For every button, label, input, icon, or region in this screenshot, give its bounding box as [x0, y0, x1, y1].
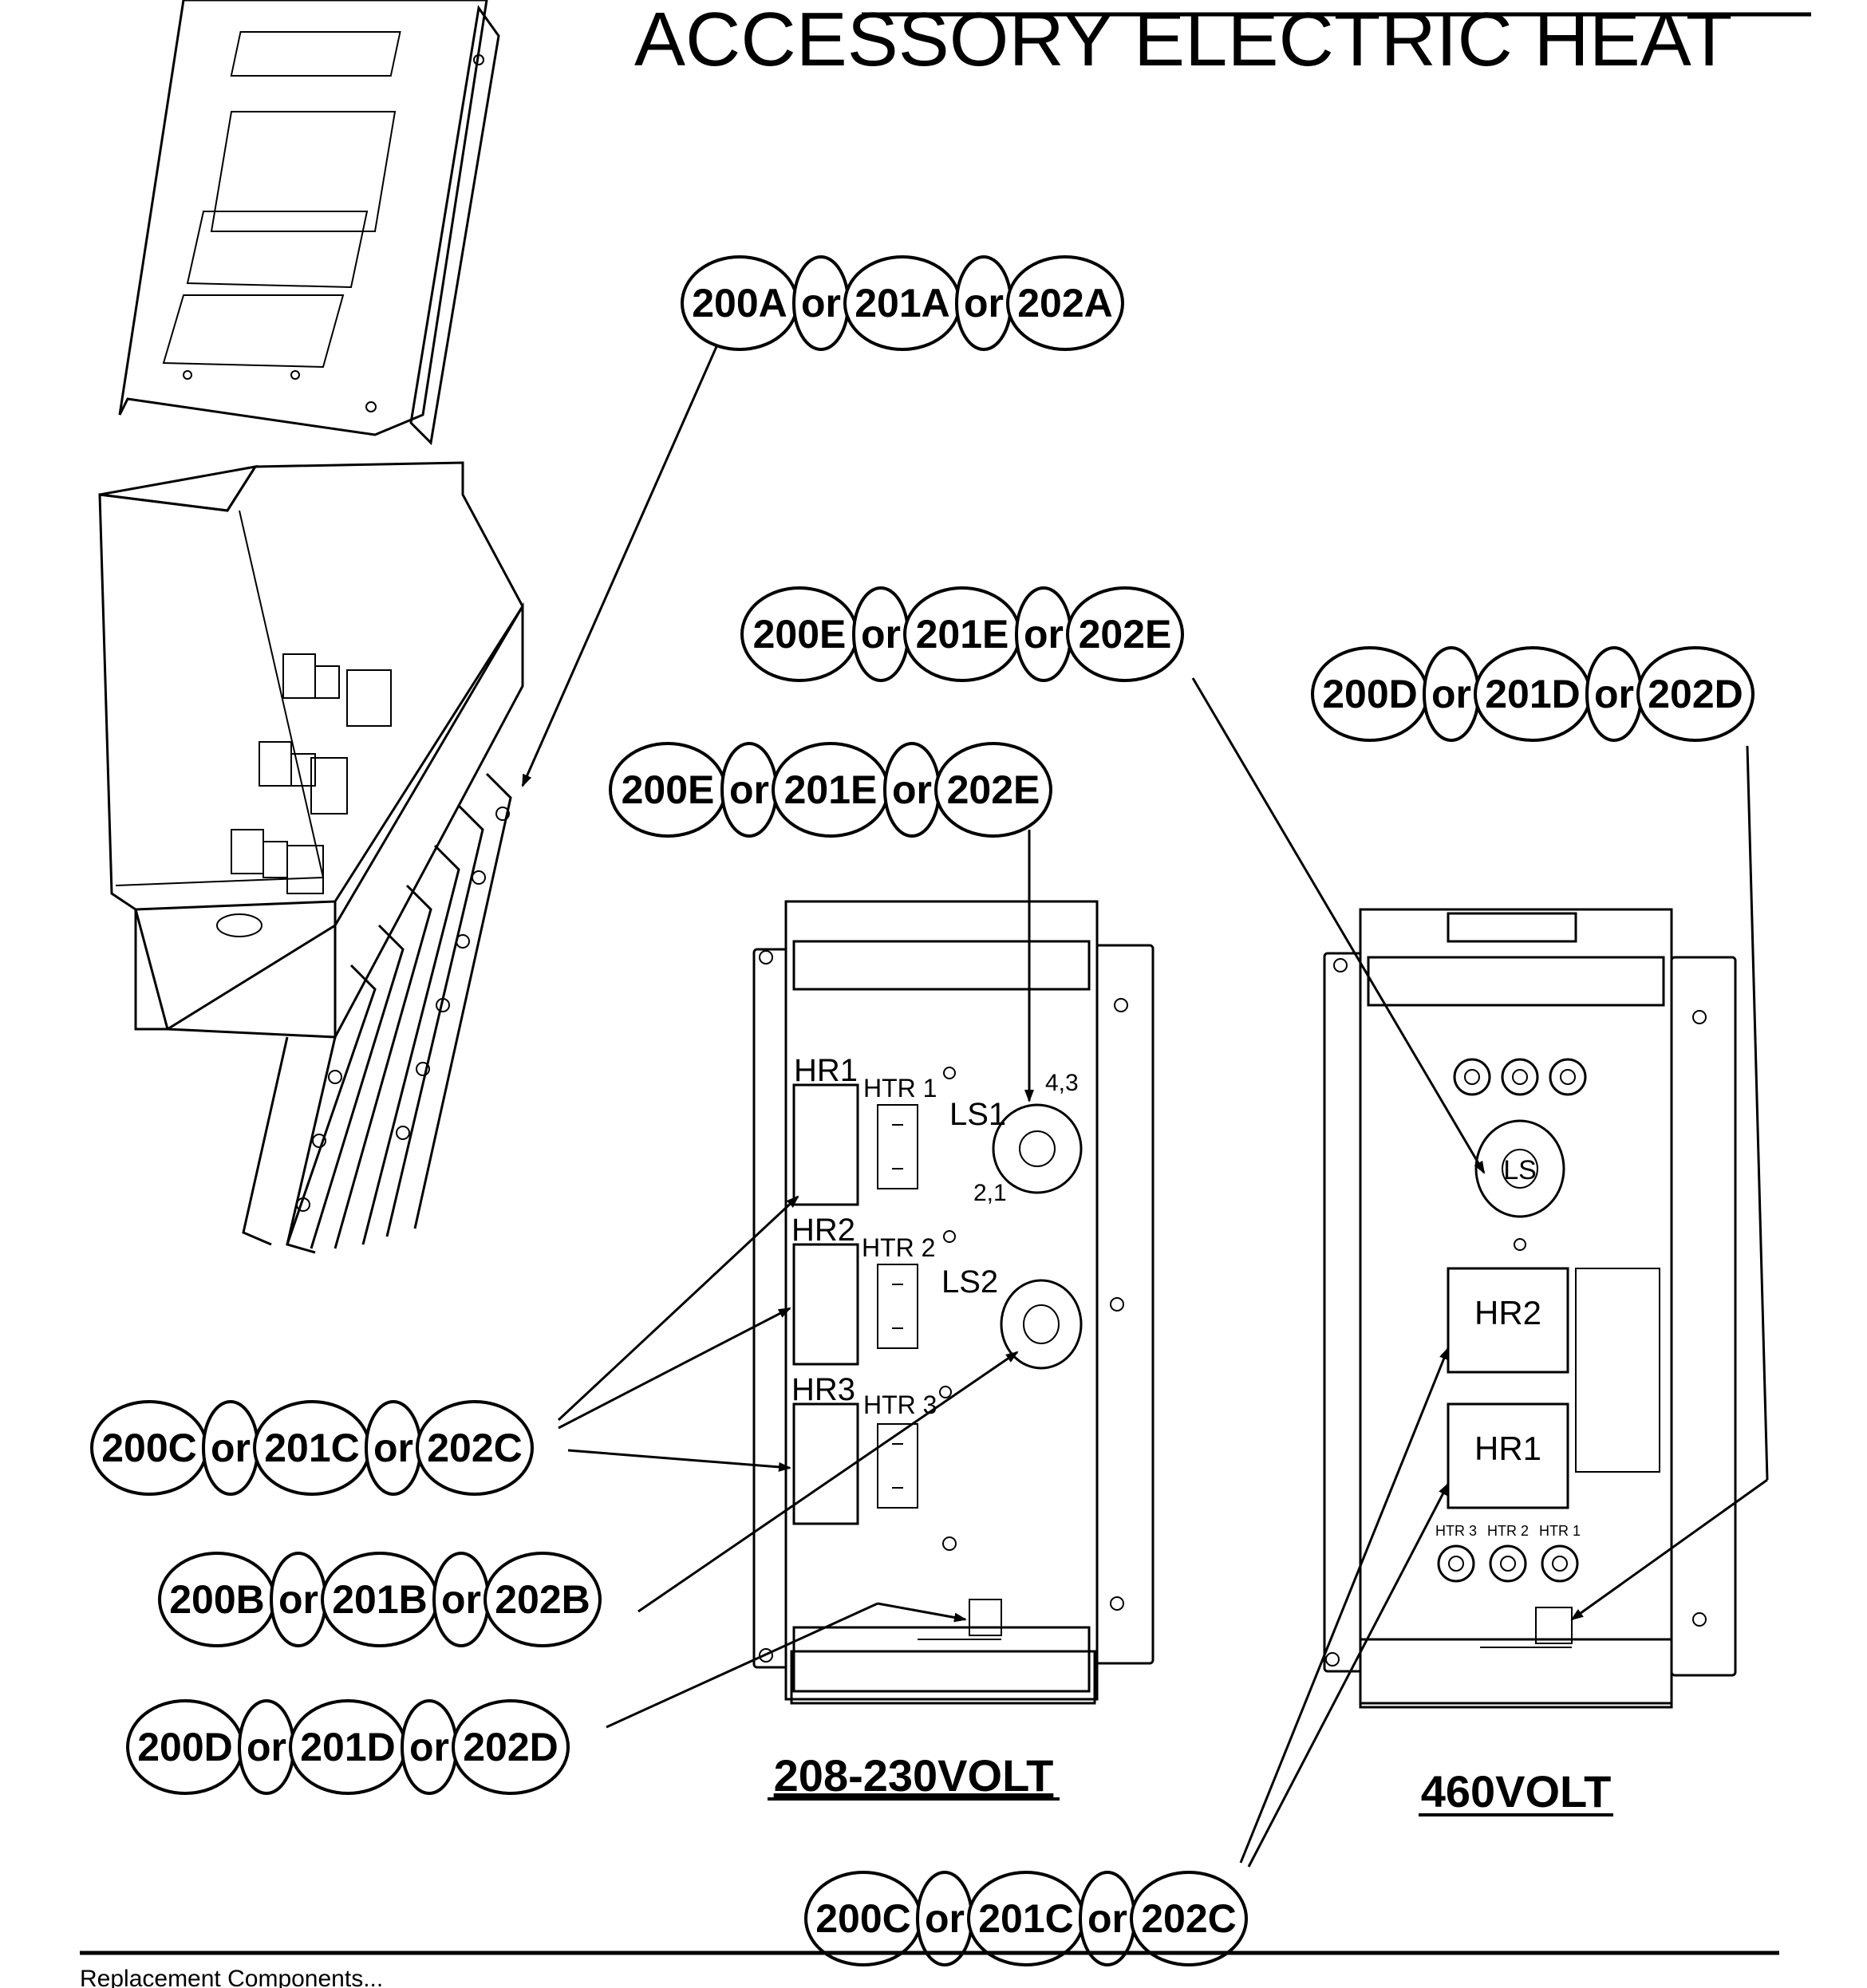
- page-title: ACCESSORY ELECTRIC HEAT: [634, 0, 1732, 82]
- label-hr1: HR1: [794, 1053, 858, 1088]
- label-r-htr3: HTR 3: [1435, 1523, 1477, 1539]
- callout-part-number: 201D: [1485, 672, 1581, 716]
- callout-part-number: 202D: [1648, 672, 1743, 716]
- callout-part-bubble: [484, 1552, 602, 1647]
- label-hr3: HR3: [791, 1372, 855, 1407]
- callout-or-text: or: [892, 767, 932, 812]
- callout-or-text: or: [409, 1725, 449, 1769]
- label-ls2: LS2: [941, 1264, 998, 1300]
- callout-part-number: 200C: [101, 1426, 197, 1470]
- callout-or-text: or: [964, 281, 1004, 325]
- callout-group-a: 200A or 201A or 202A: [681, 255, 1124, 351]
- callout-part-number: 201E: [916, 612, 1009, 657]
- callout-or-text: or: [729, 767, 769, 812]
- callout-part-number: 202C: [1141, 1896, 1237, 1941]
- label-terminal-4-3: 4,3: [1045, 1070, 1079, 1096]
- callout-group-d2: 200D or 201D or 202D: [126, 1699, 570, 1795]
- callout-part-bubble: [1066, 586, 1184, 682]
- callout-part-number: 202B: [495, 1577, 590, 1622]
- callout-group-e2: 200E or 201E or 202E: [609, 742, 1052, 838]
- callout-part-number: 201A: [855, 281, 950, 325]
- leader-lines: [521, 342, 1769, 1868]
- callout-part-bubble: [1130, 1871, 1248, 1966]
- callout-or-text: or: [925, 1896, 965, 1941]
- label-r-htr2: HTR 2: [1487, 1523, 1529, 1539]
- callout-or-text: or: [211, 1426, 251, 1470]
- callout-or-text: or: [1431, 672, 1471, 716]
- callout-part-bubble: [1006, 255, 1124, 351]
- callout-part-number: 200E: [753, 612, 847, 657]
- label-r-htr1: HTR 1: [1539, 1523, 1581, 1539]
- callout-or-text: or: [861, 612, 901, 657]
- callout-part-bubble: [1636, 646, 1755, 742]
- callout-part-number: 200D: [1322, 672, 1418, 716]
- callout-part-number: 202D: [463, 1725, 559, 1769]
- label-r-hr1: HR1: [1474, 1430, 1541, 1467]
- label-htr2: HTR 2: [862, 1233, 935, 1262]
- callout-or-text: or: [441, 1577, 481, 1622]
- callout-or-text: or: [373, 1426, 413, 1470]
- label-hr2: HR2: [791, 1213, 855, 1248]
- callout-or-text: or: [1087, 1896, 1127, 1941]
- panel-208-230-caption: 208-230VOLT: [774, 1750, 1054, 1801]
- callout-or-text: or: [278, 1577, 318, 1622]
- callout-part-bubble: [416, 1400, 534, 1496]
- callout-part-number: 201C: [978, 1896, 1074, 1941]
- label-terminal-2-1: 2,1: [973, 1180, 1007, 1206]
- callout-or-text: or: [801, 281, 841, 325]
- panel-208-230: HR1 HTR 1 LS1 4,3 2,1 HR2 HTR 2 LS2 HR3 …: [752, 900, 1155, 1705]
- label-ls1: LS1: [949, 1097, 1006, 1132]
- footer-note: Replacement Components...: [80, 1966, 383, 1988]
- callout-group-c2: 200C or 201C or 202C: [804, 1871, 1248, 1966]
- heater-control-box: [98, 461, 524, 1039]
- label-ls: LS: [1503, 1155, 1537, 1185]
- callout-group-b: 200B or 201B or 202B: [158, 1552, 602, 1647]
- heater-element-tubes: [242, 772, 512, 1254]
- callout-or-text: or: [1024, 612, 1064, 657]
- callout-part-number: 202C: [427, 1426, 523, 1470]
- callout-part-number: 201E: [784, 767, 878, 812]
- callout-part-number: 200A: [692, 281, 787, 325]
- callout-part-number: 201B: [332, 1577, 428, 1622]
- callout-part-number: 200B: [169, 1577, 265, 1622]
- callout-part-number: 200D: [137, 1725, 233, 1769]
- label-r-hr2: HR2: [1474, 1294, 1541, 1331]
- callout-part-number: 201C: [264, 1426, 360, 1470]
- callout-group-d1: 200D or 201D or 202D: [1311, 646, 1755, 742]
- callout-group-c1: 200C or 201C or 202C: [90, 1400, 534, 1496]
- panel-460: LS HR2 HR1 HTR 3 HTR 2 HTR 1: [1323, 908, 1737, 1709]
- callout-part-number: 202E: [947, 767, 1040, 812]
- callout-group-e1: 200E or 201E or 202E: [740, 586, 1184, 682]
- callout-part-number: 202E: [1079, 612, 1172, 657]
- panel-460-caption: 460VOLT: [1421, 1766, 1612, 1816]
- callout-part-bubble: [452, 1699, 570, 1795]
- callout-part-number: 202A: [1017, 281, 1113, 325]
- callout-part-number: 201D: [300, 1725, 396, 1769]
- callout-or-text: or: [247, 1725, 286, 1769]
- heater-cover-plate: [118, 0, 500, 446]
- callout-part-number: 200C: [815, 1896, 911, 1941]
- callout-part-bubble: [934, 742, 1052, 838]
- callout-part-number: 200E: [622, 767, 715, 812]
- label-htr1: HTR 1: [863, 1074, 937, 1102]
- callout-or-text: or: [1594, 672, 1634, 716]
